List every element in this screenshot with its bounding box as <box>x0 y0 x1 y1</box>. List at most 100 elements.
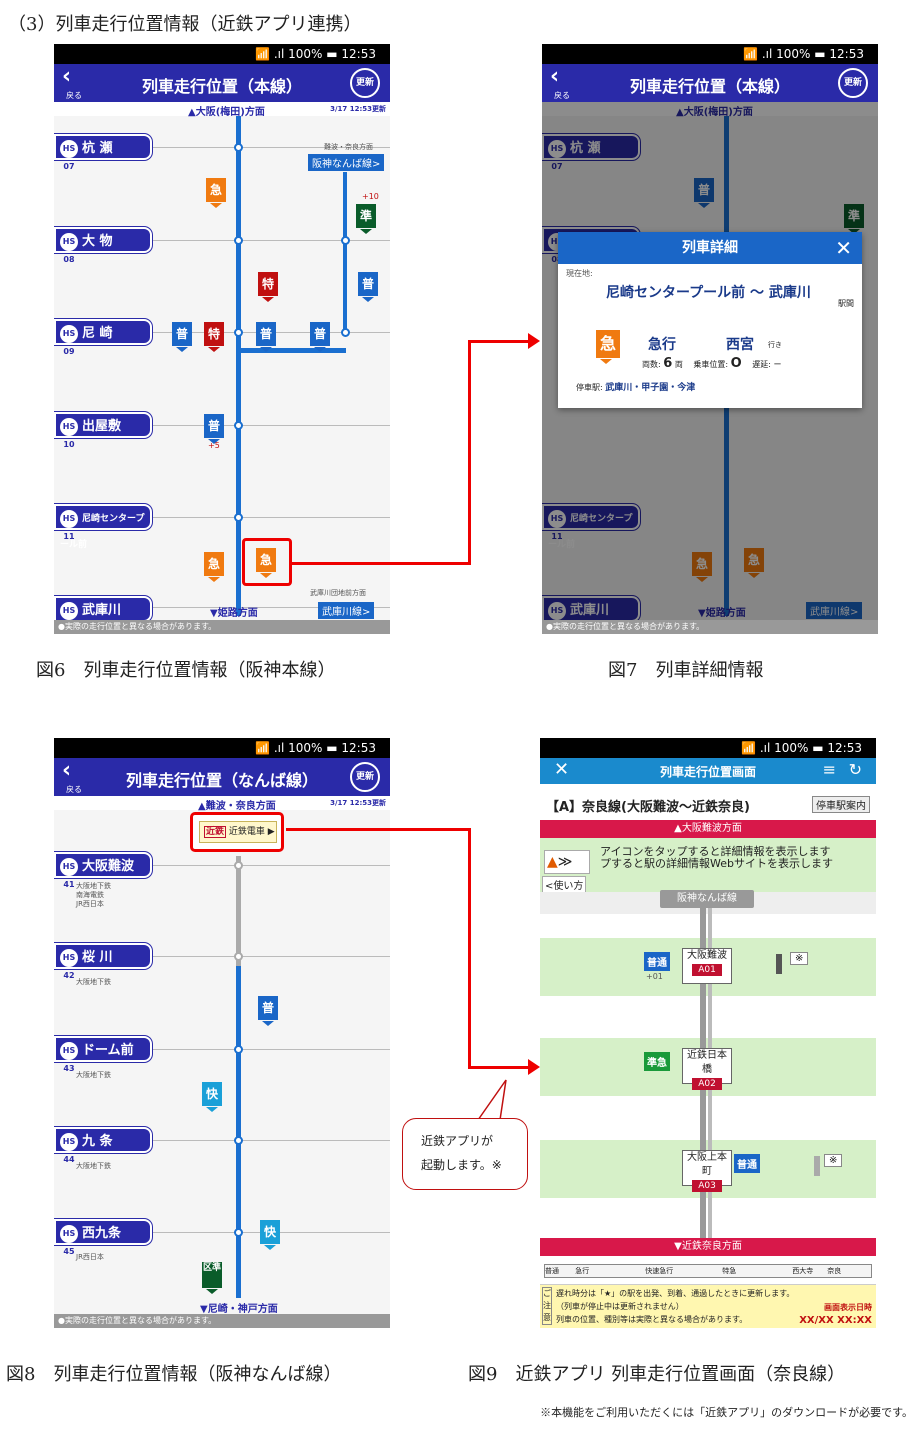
station-hs42[interactable]: HS 42桜 川 <box>54 943 152 980</box>
highlight-box <box>242 538 292 586</box>
station-hs43[interactable]: HS 43ドーム前 <box>54 1036 152 1073</box>
train-local[interactable]: 普 <box>310 322 330 352</box>
menu-icon[interactable]: ≡ <box>822 760 836 779</box>
warning-button[interactable]: ▲≫ <box>544 850 590 874</box>
info-line1: アイコンをタップすると詳細情報を表示します <box>600 845 831 858</box>
train-express-selected[interactable]: 急 <box>256 548 276 578</box>
back-label: 戻る <box>66 91 82 100</box>
train-local[interactable]: 普通 <box>734 1154 760 1173</box>
station-hs09[interactable]: HS 09尼 崎 <box>54 319 152 356</box>
station-hs12[interactable]: HS 12武庫川 <box>54 596 152 633</box>
info-panel: アイコンをタップすると詳細情報を表示します プすると駅の詳細情報Webサイトを表… <box>540 838 876 892</box>
refresh-button[interactable]: 更新 <box>838 68 868 98</box>
train-local[interactable]: 普 <box>694 178 714 208</box>
between-label: 駅間 <box>838 299 854 308</box>
station-hs07[interactable]: HS 07杭 瀬 <box>54 134 152 171</box>
hanshin-namba-line-button[interactable]: 阪神なんば線> <box>308 154 385 171</box>
phone-fig8: 📶 .ıl 100% ▬ 12:53 ‹ 戻る 列車走行位置（なんば線） 更新 … <box>54 738 390 1328</box>
direction-top: ▲難波・奈良方面 3/17 12:53更新 <box>54 796 390 812</box>
train-express[interactable]: 急 <box>206 178 226 208</box>
kintetsu-header: ✕ 列車走行位置画面 ≡ ↻ <box>540 758 876 784</box>
footer-note: ●実際の走行位置と異なる場合があります。 <box>54 620 390 634</box>
station-hs44[interactable]: HS 44九 条 <box>54 1127 152 1164</box>
station-hs08[interactable]: HS 08大 物 <box>54 227 152 264</box>
train-express[interactable]: 急 <box>692 552 712 582</box>
back-icon[interactable]: ‹ <box>62 64 72 89</box>
station-hs11[interactable]: HS 11尼崎センタープール前 <box>542 504 640 550</box>
train-local[interactable]: 普 <box>358 272 378 302</box>
train-local[interactable]: 普 <box>204 414 224 444</box>
footer-note: ●実際の走行位置と異なる場合があります。 <box>54 1314 390 1328</box>
howto-button[interactable]: <使い方 <box>542 876 587 893</box>
train-local[interactable]: 普 <box>172 322 192 352</box>
train-rapid[interactable]: 快 <box>202 1082 222 1112</box>
train-semi-express[interactable]: 準 <box>844 204 864 234</box>
refresh-button[interactable]: 更新 <box>350 68 380 98</box>
train-specs: 両数: 6 両 乗車位置: O 遅延: ー <box>642 356 782 371</box>
bubble-line2: 起動します。※ <box>421 1158 502 1172</box>
caption-fig8: 図8 列車走行位置情報（阪神なんば線） <box>6 1364 342 1385</box>
station-hs45[interactable]: HS 45西九条 <box>54 1219 152 1256</box>
train-express[interactable]: 急 <box>744 548 764 578</box>
note-mark: ※ <box>824 1154 843 1167</box>
arrow-line <box>286 828 470 831</box>
direction-top: ▲大阪難波方面 <box>540 820 876 838</box>
delay-label: +10 <box>362 192 379 201</box>
station-hs10[interactable]: HS 10出屋敷 <box>54 412 152 449</box>
branch-top-label: 難波・奈良方面 <box>324 143 373 151</box>
status-bar: 📶 .ıl 100% ▬ 12:53 <box>542 44 878 64</box>
train-local[interactable]: 普 <box>256 322 276 352</box>
train-express[interactable]: 急 <box>204 552 224 582</box>
status-bar: 📶 .ıl 100% ▬ 12:53 <box>54 44 390 64</box>
timestamp: 3/17 12:53更新 <box>330 799 386 807</box>
note-mark: ※ <box>790 952 809 965</box>
train-limited-express[interactable]: 特 <box>258 272 278 302</box>
mukogawa-line-button[interactable]: 武庫川線> <box>806 602 863 619</box>
station-hs41[interactable]: HS 41大阪難波 <box>54 852 152 889</box>
close-icon[interactable]: ✕ <box>554 759 570 780</box>
kintetsu-button-highlight[interactable]: 近鉄 近鉄電車 ▶ <box>190 812 284 852</box>
phone-fig6: 📶 .ıl 100% ▬ 12:53 ‹ 戻る 列車走行位置（本線） 更新 ▲大… <box>54 44 390 634</box>
note-line1: 遅れ時分は「★」の駅を出発、到着、通過したときに更新します。 <box>556 1289 795 1298</box>
train-section-semi-express[interactable]: 区準 <box>202 1262 222 1294</box>
back-icon[interactable]: ‹ <box>62 758 72 783</box>
transfer-lines: 大阪地下鉄 南海電鉄 JR西日本 <box>76 882 111 908</box>
train-rapid[interactable]: 快 <box>260 1220 280 1250</box>
notes-label: ご注意 <box>542 1287 552 1325</box>
app-header: ‹ 戻る 列車走行位置（本線） 更新 <box>54 64 390 102</box>
transfer-lines: 大阪地下鉄 <box>76 1071 111 1079</box>
stop-stations: 停車駅: 武庫川・甲子園・今津 <box>576 383 696 393</box>
train-local[interactable]: 普通 <box>644 952 670 971</box>
close-icon[interactable]: ✕ <box>835 236 852 260</box>
hanshin-namba-label: 阪神なんば線 <box>660 890 754 908</box>
delay-label: +01 <box>646 972 663 981</box>
note-line2: （列車が停止中は更新されません） <box>556 1302 684 1311</box>
page-title: 列車走行位置（本線） <box>629 77 790 96</box>
mukogawa-line-button[interactable]: 武庫川線> <box>318 602 375 619</box>
arrow-head <box>528 333 540 349</box>
page-title: 列車走行位置（本線） <box>141 77 302 96</box>
train-semi-express[interactable]: 準 <box>356 204 376 234</box>
direction-top: ▲大阪(梅田)方面 3/17 12:53更新 <box>54 102 390 118</box>
train-local[interactable]: 普 <box>258 996 278 1026</box>
back-label: 戻る <box>66 785 82 794</box>
kintetsu-button[interactable]: 近鉄 近鉄電車 ▶ <box>199 821 277 843</box>
station-hs07[interactable]: HS 07杭 瀬 <box>542 134 640 171</box>
timestamp: 3/17 12:53更新 <box>330 105 386 113</box>
app-header: ‹ 戻る 列車走行位置（本線） 更新 <box>542 64 878 102</box>
status-bar: 📶 .ıl 100% ▬ 12:53 <box>540 738 876 758</box>
train-limited-express[interactable]: 特 <box>204 322 224 352</box>
page-title: 列車走行位置（なんば線） <box>125 771 318 790</box>
transfer-lines: 大阪地下鉄 <box>76 1162 111 1170</box>
reload-icon[interactable]: ↻ <box>848 760 862 779</box>
train-semi-express[interactable]: 準急 <box>644 1052 670 1071</box>
station-hs11[interactable]: HS 11尼崎センタープール前 <box>54 504 152 550</box>
stop-station-button[interactable]: 停車駅案内 <box>812 796 870 813</box>
caption-fig7: 図7 列車詳細情報 <box>608 660 764 681</box>
refresh-button[interactable]: 更新 <box>350 762 380 792</box>
arrow-line <box>468 828 471 1068</box>
back-icon[interactable]: ‹ <box>550 64 560 89</box>
